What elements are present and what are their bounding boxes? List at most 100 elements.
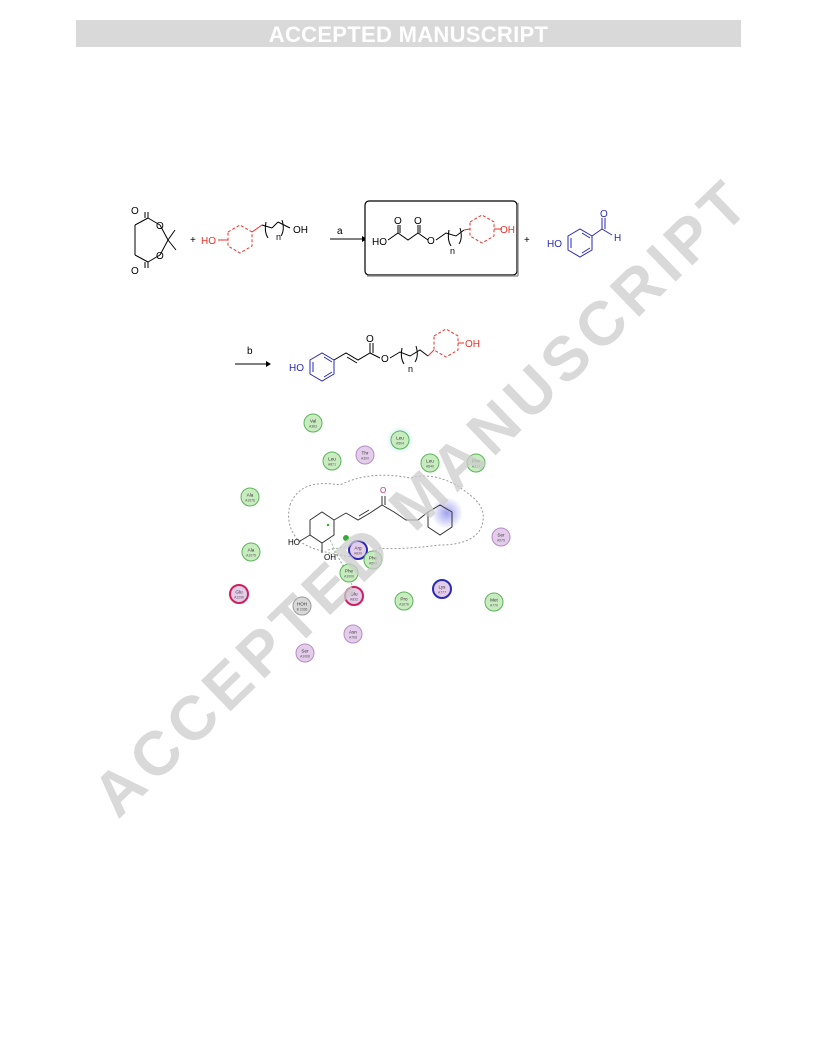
residue-bubble: [343, 624, 363, 644]
malonate-monoester: [387, 225, 465, 247]
residue-id: A770: [490, 604, 498, 608]
residue-name: Arg: [354, 546, 362, 551]
n-label-3: n: [408, 364, 413, 374]
residue-id: A871: [328, 463, 336, 467]
ligand-oh: OH: [324, 553, 336, 562]
residue-name: Leu: [328, 457, 336, 462]
residue-bubble: [432, 579, 452, 599]
residue-name: Thr: [362, 451, 369, 456]
o-product-ester: O: [381, 354, 389, 365]
o-ester-carbonyl: O: [414, 216, 422, 227]
meldrum-o-ring-2: O: [156, 251, 164, 262]
residue-name: Glu: [235, 590, 243, 595]
residue-id: A777: [438, 591, 446, 595]
residue-name: Pro: [400, 597, 408, 602]
residue-bubble: [491, 527, 511, 547]
residue-name: Val: [310, 419, 316, 424]
ligand-structure: [299, 496, 453, 553]
residue-name: HOH: [297, 602, 307, 607]
residue-name: Leu: [426, 459, 434, 464]
o-aldehyde: O: [600, 209, 608, 220]
oh-label-1: OH: [293, 225, 308, 236]
ho-blue-1: HO: [547, 239, 562, 250]
product-cinnamate: [309, 352, 335, 382]
residue-bubble: [292, 596, 312, 616]
residue-name: Ala: [247, 493, 254, 498]
residue-bubble: [394, 591, 414, 611]
residue-id: A383: [309, 425, 317, 429]
oh-label-3: OH: [465, 339, 480, 350]
residue-id: A1075: [246, 554, 256, 558]
residue-bubble: [344, 586, 364, 606]
residue-name: Phe: [369, 556, 378, 561]
residue-id: B 2336: [297, 608, 308, 612]
residue-bubble: [348, 540, 368, 560]
residue-bubble: [339, 563, 359, 583]
residue-name: Glu: [350, 592, 358, 597]
intermediate-box: [364, 200, 518, 276]
residue-id: A1000: [344, 575, 354, 579]
ligand-o: O: [380, 486, 386, 495]
residue-bubble: [241, 542, 261, 562]
residue-id: A768: [349, 636, 357, 640]
banner-text: ACCEPTED MANUSCRIPT: [268, 22, 549, 47]
meldrum-o-ring-1: O: [156, 221, 164, 232]
ho-blue-2: HO: [289, 363, 304, 374]
plus-1: +: [190, 235, 196, 246]
residue-bubble: [484, 592, 504, 612]
ligand-interaction-diagram: O HO OH ValA383LeuA504ThrA300LeuA871LeuA…: [229, 413, 511, 663]
residue-id: A830: [354, 552, 362, 556]
residue-id: A1296: [234, 596, 244, 600]
residue-id: A504: [396, 442, 404, 446]
o-ester: O: [427, 236, 435, 247]
ligand-ho: HO: [288, 538, 300, 547]
o-product-carbonyl: O: [366, 334, 374, 345]
residue-bubble: [240, 487, 260, 507]
h-aldehyde: H: [614, 233, 621, 244]
n-label-1: n: [276, 232, 281, 242]
residue-id: A1068: [300, 655, 310, 659]
step-b-label: b: [247, 346, 253, 357]
residue-name: Ser: [497, 533, 505, 538]
watermark-text: ACCEPTED MANUSCRIPT: [80, 165, 765, 830]
meldrum-o-bottom: O: [131, 266, 139, 277]
residue-id: A1076: [245, 499, 255, 503]
ho-acid: HO: [372, 237, 387, 248]
residue-bubble: [322, 451, 342, 471]
o-acid: O: [394, 216, 402, 227]
residue-name: Ala: [248, 548, 255, 553]
residue-bubble: [295, 643, 315, 663]
accepted-manuscript-banner: ACCEPTED MANUSCRIPT: [76, 20, 741, 47]
residue-layer: ValA383LeuA504ThrA300LeuA871LeuA840PheA3…: [229, 413, 511, 663]
binding-pocket-outline: [288, 474, 484, 557]
residue-bubble: [363, 550, 383, 570]
hydroxybenzaldehyde: [567, 218, 613, 258]
residue-bubble: [420, 453, 440, 473]
arrow-b-head: [266, 361, 271, 367]
residue-bubble: [466, 453, 486, 473]
residue-name: Lys: [439, 585, 447, 590]
ho-red-1: HO: [201, 236, 216, 247]
residue-id: A832: [350, 598, 358, 602]
reaction-scheme: O O O O + HO n OH a HO O O O n OH +: [131, 200, 621, 382]
residue-id: A1076: [399, 603, 409, 607]
residue-name: Leu: [396, 436, 404, 441]
residue-id: A575: [497, 539, 505, 543]
residue-name: Ser: [301, 649, 309, 654]
